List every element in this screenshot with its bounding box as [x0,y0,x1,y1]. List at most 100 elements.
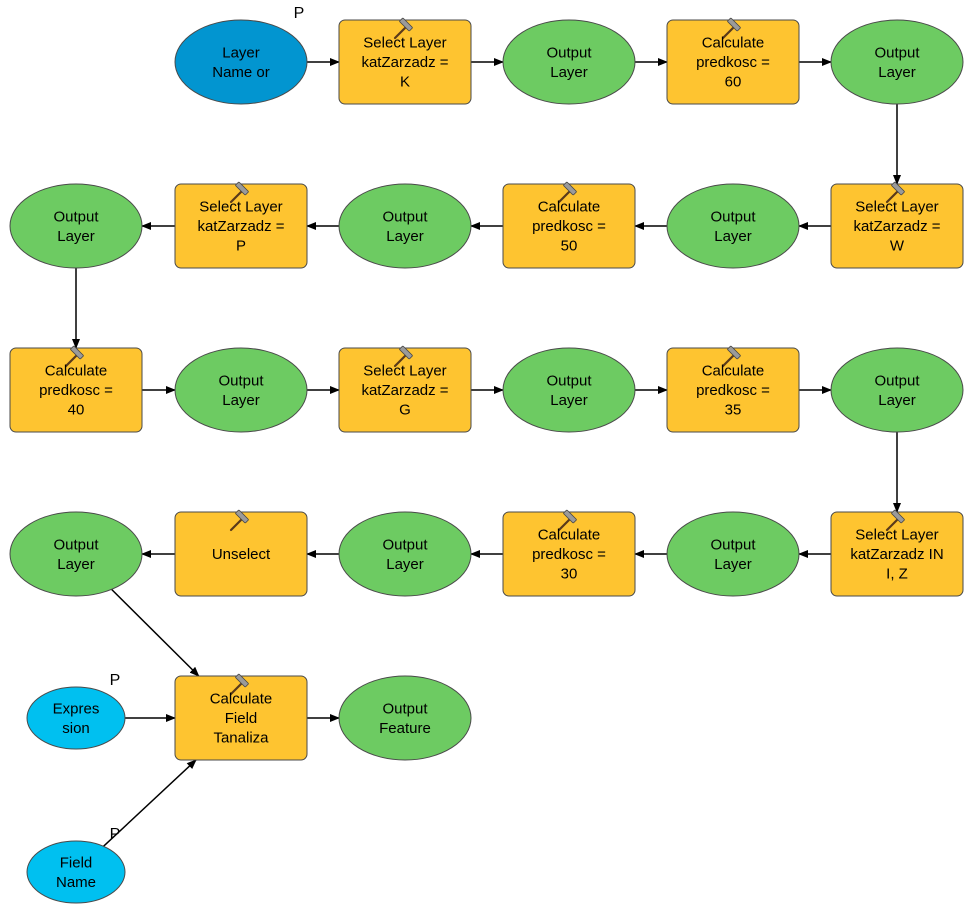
output-ellipse[interactable] [666,183,800,269]
output-ellipse[interactable] [502,19,636,105]
edge-field-name-to-calc-field [102,759,197,847]
output-ellipse[interactable] [666,511,800,597]
parameter-marker: P [110,672,121,689]
node-label-line: predkosc = [532,546,606,563]
output-ellipse[interactable] [9,511,143,597]
node-label-line: Layer [57,556,95,573]
node-label-line: I, Z [886,566,908,583]
input-ellipse[interactable] [26,840,126,904]
hammer-icon [229,509,249,532]
node-label-line: Layer [878,64,916,81]
node-label-line: predkosc = [696,54,770,71]
node-label-line: Feature [379,720,431,737]
parameter-marker: P [110,826,121,843]
node-label-line: Output [53,208,99,225]
node-label-line: Name [56,874,96,891]
node-label-line: 35 [725,402,742,419]
node-label-line: Layer [222,44,260,61]
node-label-line: Layer [714,228,752,245]
node-label-line: Calculate [45,363,108,380]
output-ellipse[interactable] [830,19,964,105]
node-label-line: Field [60,854,93,871]
input-ellipse[interactable] [26,686,126,750]
node-label-line: Field [225,710,258,727]
node-label-line: Select Layer [363,35,446,52]
node-label-line: Output [53,536,99,553]
output-ellipse[interactable] [502,347,636,433]
node-label-line: katZarzadz IN [850,546,943,563]
node-label-line: W [890,238,905,255]
hammer-icon [885,181,905,204]
hammer-icon [557,181,577,204]
node-label-line: predkosc = [39,382,113,399]
hammer-icon [721,17,741,40]
node-label-line: Output [546,372,592,389]
output-ellipse[interactable] [338,183,472,269]
node-label-line: 50 [561,238,578,255]
node-label-line: Output [874,372,920,389]
node-label-line: Select Layer [855,527,938,544]
node-label-line: 60 [725,74,742,91]
input-ellipse[interactable] [174,19,308,105]
node-label-line: Expres [53,700,100,717]
node-label-line: Output [874,44,920,61]
node-label-line: Layer [386,556,424,573]
edge-out-11-to-calc-field [111,588,200,677]
output-ellipse[interactable] [830,347,964,433]
node-select-iz[interactable]: Select Layer katZarzadz IN I, Z [830,509,964,597]
node-label-line: Layer [57,228,95,245]
node-label-line: Output [382,208,428,225]
node-label-line: Select Layer [855,199,938,216]
node-label-line: Calculate [210,691,273,708]
node-label-line: Output [546,44,592,61]
node-label-line: Output [710,536,756,553]
hammer-icon [393,17,413,40]
node-label-line: P [236,238,246,255]
output-ellipse[interactable] [174,347,308,433]
node-label-line: Output [382,700,428,717]
output-ellipse[interactable] [338,675,472,761]
hammer-icon [229,181,249,204]
node-unselect[interactable]: Unselect [174,509,308,597]
node-label-line: katZarzadz = [361,382,448,399]
output-ellipse[interactable] [9,183,143,269]
node-label-line: 30 [561,566,578,583]
hammer-icon [64,345,84,368]
node-label-line: Output [218,372,264,389]
hammer-icon [885,509,905,532]
node-label-line: Output [382,536,428,553]
node-label-line: predkosc = [532,218,606,235]
node-label-line: Tanaliza [213,730,269,747]
output-ellipse[interactable] [338,511,472,597]
node-label-line: Name or [212,64,270,81]
node-label-line: katZarzadz = [361,54,448,71]
node-label-line: Calculate [702,363,765,380]
